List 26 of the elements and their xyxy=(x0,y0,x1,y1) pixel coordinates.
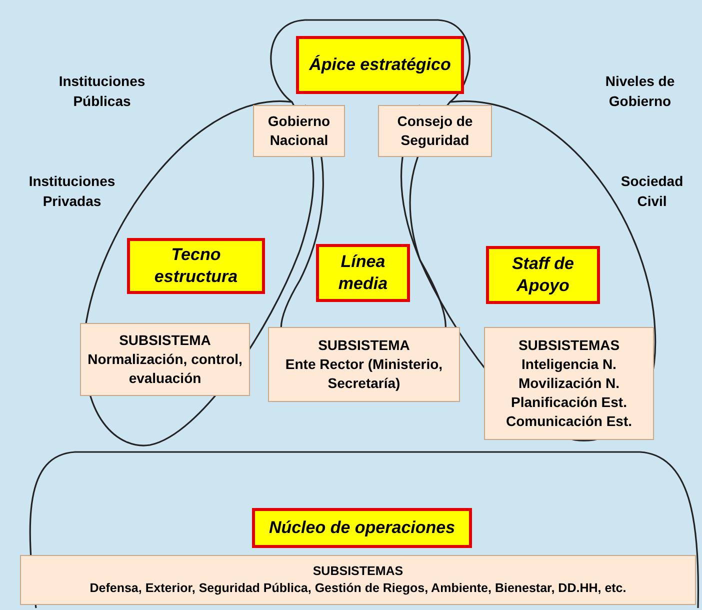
component-title-box: Línea media xyxy=(316,244,410,302)
context-label: Sociedad Civil xyxy=(620,172,684,211)
component-title-box: Núcleo de operaciones xyxy=(252,508,472,548)
subsystem-box: Consejo de Seguridad xyxy=(378,105,492,157)
box-text: Planificación Est. xyxy=(511,392,627,412)
box-text: Defensa, Exterior, Seguridad Pública, Gestión de Riegos, Ambiente, Bienestar, DD.HH, etc. xyxy=(90,580,626,597)
component-title-box: Ápice estratégico xyxy=(296,36,464,94)
box-heading: SUBSISTEMA xyxy=(318,336,410,356)
component-title-box: Staff de Apoyo xyxy=(486,246,600,304)
box-text: Inteligencia N. xyxy=(522,355,616,374)
context-label: Niveles de Gobierno xyxy=(604,72,676,111)
subsystem-box xyxy=(268,327,460,402)
box-heading: SUBSISTEMAS xyxy=(518,336,620,356)
box-heading: SUBSISTEMAS xyxy=(312,563,404,580)
box-text: Movilización N. xyxy=(518,374,620,393)
box-text: Comunicación Est. xyxy=(506,412,632,431)
box-text: Ente Rector (Ministerio, Secretaría) xyxy=(284,355,444,393)
box-heading: SUBSISTEMA xyxy=(119,331,211,350)
subsystem-box xyxy=(80,323,250,396)
subsystem-box: Gobierno Nacional xyxy=(253,105,345,157)
component-title-box: Tecno estructura xyxy=(127,238,265,294)
subsystem-box xyxy=(20,555,696,605)
box-text: Normalización, control, evaluación xyxy=(86,350,244,388)
subsystem-box xyxy=(484,327,654,440)
context-label: Instituciones Públicas xyxy=(58,72,146,111)
context-label: Instituciones Privadas xyxy=(28,172,116,211)
